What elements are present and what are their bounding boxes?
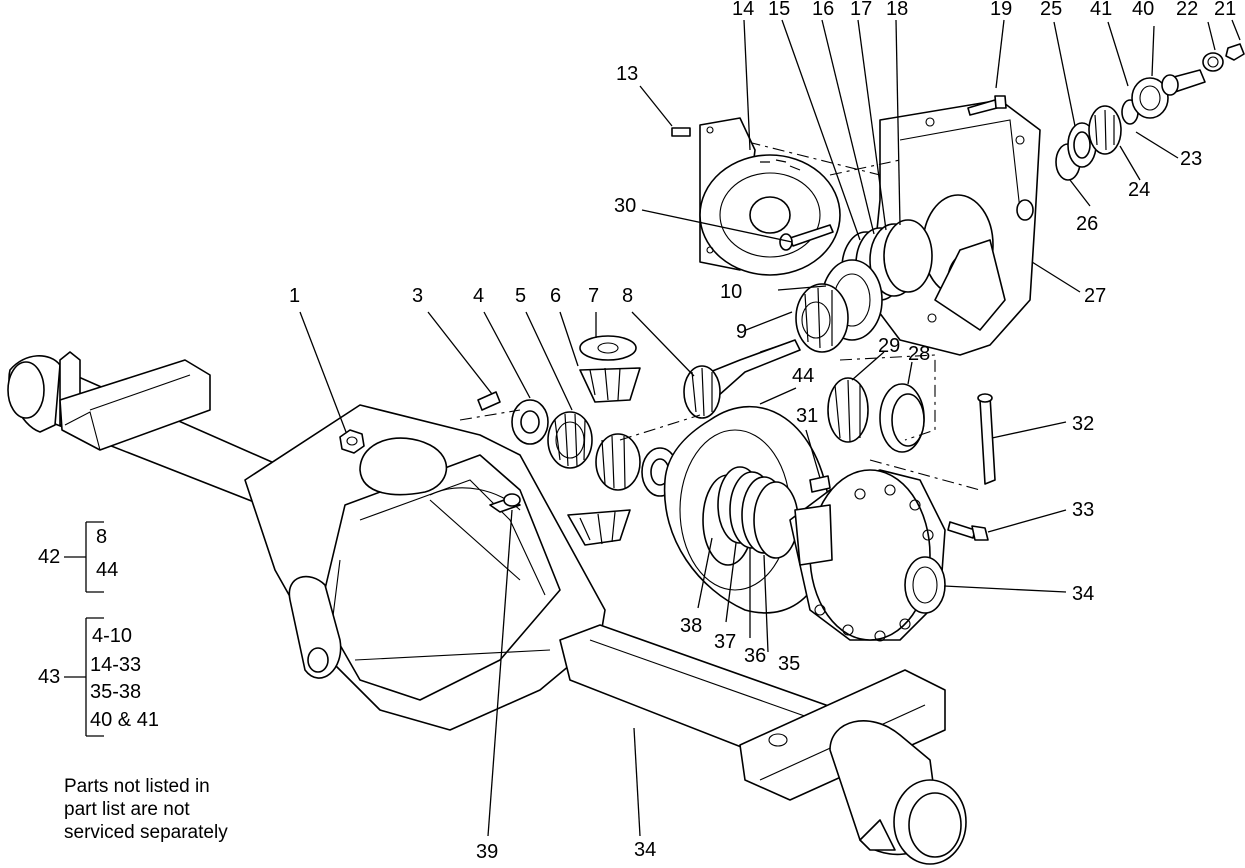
callout-19: 19	[990, 0, 1012, 20]
callout-22: 23	[1180, 148, 1202, 170]
callout-5: 5	[515, 285, 526, 307]
group-43-item-4: 40 & 41	[90, 709, 159, 731]
note-line-3: serviced separately	[64, 822, 228, 843]
callout-37: 37	[714, 631, 736, 653]
shim-stack-35-38	[717, 466, 799, 559]
group-43-item-1: 4-10	[92, 625, 132, 647]
callout-38: 38	[680, 615, 702, 637]
callout-4: 4	[473, 285, 484, 307]
pinion-seal-stack	[1055, 43, 1245, 181]
group-42: 42 8 44	[38, 521, 118, 593]
bearing-cup-part-27	[879, 383, 925, 453]
callout-20: 21	[1214, 0, 1236, 20]
bolt-part-13	[671, 127, 691, 137]
bearing-part-9	[795, 283, 849, 353]
callout-7: 7	[588, 285, 599, 307]
callout-labels: 1 3 4 5 6 7 8 9 10 13 14 15 16 17 18 19 …	[289, 0, 1236, 863]
callout-35: 35	[778, 653, 800, 675]
callout-21: 22	[1176, 0, 1198, 20]
callout-34-text: 34	[634, 839, 656, 861]
callout-44: 44	[792, 365, 814, 387]
callout-1: 1	[289, 285, 300, 307]
note-line-1: Parts not listed in	[64, 776, 210, 797]
callout-32: 33	[1072, 499, 1094, 521]
pin-part-3	[477, 391, 501, 411]
callout-17: 17	[850, 0, 872, 20]
callout-15: 15	[768, 0, 790, 20]
callout-14: 14	[732, 0, 754, 20]
callout-27: 28	[908, 343, 930, 365]
callout-3: 3	[412, 285, 423, 307]
group-42-item-1: 8	[96, 526, 107, 548]
callout-39: 39	[476, 841, 498, 863]
pin-part-39	[489, 493, 521, 513]
callout-28: 29	[878, 335, 900, 357]
service-note: Parts not listed in part list are not se…	[64, 776, 228, 843]
callout-29: 30	[614, 195, 636, 217]
callout-31: 32	[1072, 413, 1094, 435]
pin-part-30	[809, 475, 831, 493]
group-43-label: 43	[38, 666, 60, 688]
differential-case-part-33	[789, 469, 946, 642]
callout-13: 13	[616, 63, 638, 85]
callout-33: 34	[1072, 583, 1094, 605]
callout-10: 10	[720, 281, 742, 303]
callout-16: 16	[812, 0, 834, 20]
bearing-part-28	[827, 377, 869, 443]
callout-8: 8	[622, 285, 633, 307]
callout-18: 18	[886, 0, 908, 20]
bolt-part-32	[947, 521, 989, 541]
axle-housing	[7, 351, 967, 865]
callout-24: 25	[1040, 0, 1062, 20]
group-42-item-2: 44	[96, 559, 118, 581]
assembly-lines	[459, 159, 981, 491]
callout-23: 24	[1128, 179, 1150, 201]
group-43-item-3: 35-38	[90, 681, 141, 703]
callout-6: 6	[550, 285, 561, 307]
callout-40: 40	[1132, 0, 1154, 20]
group-43-item-2: 14-33	[90, 654, 141, 676]
callout-9: 9	[736, 321, 747, 343]
callout-26: 27	[1084, 285, 1106, 307]
callout-30: 31	[796, 405, 818, 427]
leader-lines	[299, 19, 1241, 837]
bolt-part-19	[967, 95, 1007, 116]
note-line-2: part list are not	[64, 799, 190, 820]
shaft-part-31	[977, 393, 996, 485]
callout-36: 36	[744, 645, 766, 667]
group-43: 43 4-10 14-33 35-38 40 & 41	[38, 617, 159, 737]
group-42-label: 42	[38, 546, 60, 568]
callout-41: 41	[1090, 0, 1112, 20]
cover-plate-part-14	[699, 117, 881, 276]
callout-25: 26	[1076, 213, 1098, 235]
